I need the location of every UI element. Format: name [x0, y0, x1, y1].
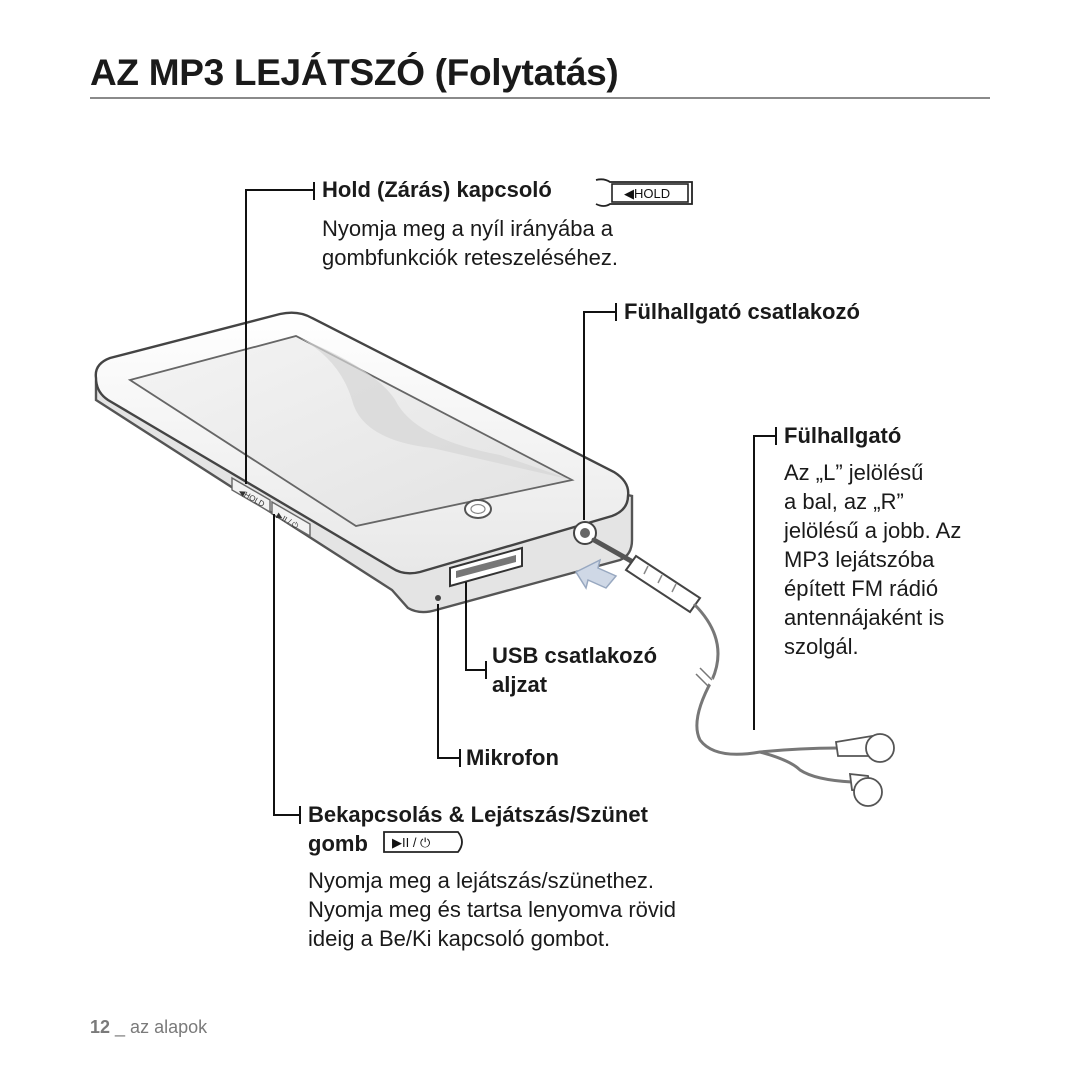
side-play-button [271, 500, 311, 538]
page-title: AZ MP3 LEJÁTSZÓ (Folytatás) [90, 52, 619, 93]
earphone-jack-label: Fülhallgató csatlakozó [624, 299, 860, 324]
title-divider [90, 97, 990, 99]
play-power-button-icon: ▶II / ⏻ [383, 831, 463, 853]
page-footer: 12 _ az alapok [90, 1017, 207, 1038]
mp3-player-device: ◀HOLD ▶II / ⏻ [94, 311, 634, 614]
microphone-label: Mikrofon [466, 745, 559, 770]
earphones-description: Az „L” jelölésű a bal, az „R” jelölésű a… [784, 460, 962, 659]
usb-label-line2: aljzat [492, 672, 548, 697]
earbuds [834, 733, 895, 807]
usb-label-line1: USB csatlakozó [492, 643, 658, 668]
side-hold-switch [231, 476, 271, 514]
page-number: 12 [90, 1017, 111, 1037]
hold-switch-label: Hold (Zárás) kapcsoló [322, 177, 552, 202]
section-name: _ az alapok [115, 1017, 208, 1037]
hold-switch-description: Nyomja meg a nyíl irányába a gombfunkció… [322, 216, 618, 270]
earphones-label: Fülhallgató [784, 423, 902, 448]
insert-arrow-icon [574, 558, 618, 590]
earphone-plug [591, 537, 853, 784]
power-button-label-line2: gomb [308, 831, 368, 856]
svg-text:▶II / ⏻: ▶II / ⏻ [392, 835, 430, 850]
power-button-description: Nyomja meg a lejátszás/szünethez. Nyomja… [308, 868, 677, 951]
svg-text:◀HOLD: ◀HOLD [624, 186, 670, 201]
microphone-hole [435, 595, 441, 601]
callout-lines [245, 182, 777, 824]
hold-switch-icon: ◀HOLD [595, 178, 693, 207]
home-button [464, 499, 492, 519]
power-button-label-line1: Bekapcsolás & Lejátszás/Szünet [308, 802, 648, 827]
